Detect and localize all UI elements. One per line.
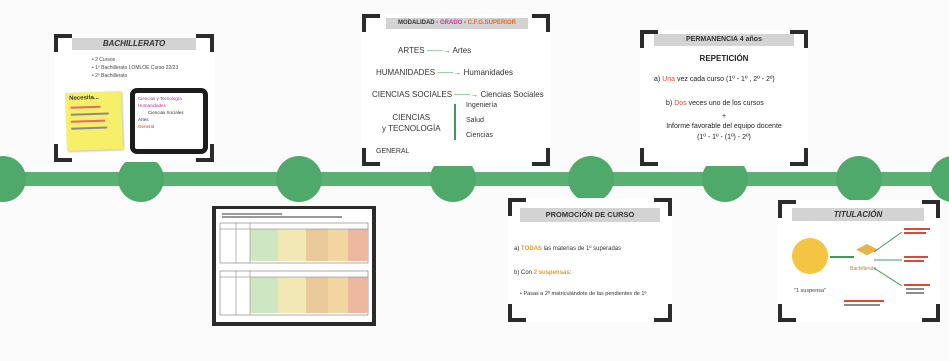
tablet-screen: Ciencias y Tecnología Humanidades Cienci… <box>135 93 203 149</box>
promocion-panel: PROMOCIÓN DE CURSO a) TODAS las materias… <box>508 198 672 322</box>
permanencia-line-d: (1º - 1º - (1º) - 2º) <box>697 134 751 141</box>
table-grid <box>219 222 369 316</box>
timeline-dot <box>568 156 614 202</box>
tablet-line: Humanidades <box>138 103 166 108</box>
tablet-icon: Ciencias y Tecnología Humanidades Cienci… <box>130 88 208 154</box>
sticky-note: Necesita... <box>65 91 123 151</box>
modalidad-title: MODALIDAD - GRADO - C.F.G.SUPERIOR <box>386 18 528 29</box>
branch-scribble <box>904 228 930 230</box>
branch-connectors <box>874 231 903 287</box>
branch-scribble <box>906 292 924 294</box>
modalidad-row: CIENCIAS SOCIALES ——→ Ciencias Sociales <box>372 90 544 99</box>
general-label: GENERAL <box>376 148 410 155</box>
titulacion-panel: TITULACIÓN Bachillerato "1 suspensa" <box>778 200 940 322</box>
ciencias-label: CIENCIAS y TECNOLOGÍA <box>382 113 441 133</box>
connector-arrow <box>830 256 854 258</box>
arrow-icon: ——→ <box>437 68 462 77</box>
bachillerato-panel: BACHILLERATO • 2 Cursos • 1º Bachillerat… <box>54 34 214 162</box>
modalidad-title-part: MODALIDAD <box>397 20 435 26</box>
bachiller-label: Bachillerato <box>850 266 877 272</box>
branch-scribble <box>844 304 880 306</box>
modalidad-title-part: GRADO <box>439 20 463 26</box>
branch-scribble <box>904 256 928 258</box>
timeline-dot <box>930 156 949 202</box>
bachillerato-bullet: • 2 Cursos <box>92 57 116 63</box>
graduation-cap-icon <box>856 244 878 256</box>
promocion-line-b: b) Con 2 suspensas: <box>514 270 572 276</box>
branch-scribble <box>904 260 924 262</box>
permanencia-panel: PERMANENCIA 4 años REPETICIÓN a) Una vez… <box>640 30 808 166</box>
sticky-note-scribble <box>70 105 101 109</box>
ciencias-branch: Salud <box>466 117 484 124</box>
bachillerato-bullet: • 2º Bachillerato <box>92 73 128 79</box>
timeline-dot <box>836 156 882 202</box>
permanencia-line-c: Informe favorable del equipo docente <box>666 123 782 130</box>
modalidad-panel: MODALIDAD - GRADO - C.F.G.SUPERIOR ARTES… <box>362 14 550 166</box>
permanencia-line-a: a) Una vez cada curso (1º - 1º , 2º - 2º… <box>654 76 775 83</box>
tablet-line: Artes <box>138 117 149 122</box>
bachillerato-bullet: • 1º Bachillerato LOMLOE Curso 22/23 <box>92 65 179 71</box>
branch-scribble <box>904 284 930 286</box>
branch-scribble <box>904 232 926 234</box>
modalidad-row: ARTES ——→ Artes <box>398 46 472 55</box>
timeline-dot <box>276 156 322 202</box>
branch-scribble <box>844 300 884 302</box>
table-header-line <box>222 213 282 215</box>
promocion-line-a: a) TODAS las materias de 1º superadas <box>514 246 622 252</box>
sticky-note-title: Necesita... <box>69 94 99 102</box>
branch-scribble <box>906 288 924 290</box>
promocion-line-c: • Pasas a 2º matriculándote de las pendi… <box>520 291 647 297</box>
evaluation-table-document <box>212 206 376 326</box>
titulacion-title: TITULACIÓN <box>792 208 924 221</box>
sticky-note-scribble <box>71 126 108 130</box>
arrow-icon: ——→ <box>454 90 479 99</box>
ciencias-branch: Ingeniería <box>466 102 498 109</box>
tablet-line: General <box>138 124 155 129</box>
modalidad-row: HUMANIDADES ——→ Humanidades <box>376 68 513 77</box>
arrow-icon: ——→ <box>426 46 451 55</box>
timeline-dot <box>0 156 26 202</box>
repeticion-heading: REPETICIÓN <box>699 54 749 63</box>
sticky-note-scribble <box>70 119 106 123</box>
modalidad-title-part: - <box>434 20 440 26</box>
bachillerato-title: BACHILLERATO <box>72 38 196 50</box>
table-header-line <box>222 216 342 218</box>
sticky-note-scribble <box>70 112 109 116</box>
suspensa-label: "1 suspensa" <box>794 288 827 294</box>
tablet-line: Ciencias Sociales <box>148 110 184 115</box>
permanencia-line-b: b) Dos veces uno de los cursos <box>666 100 764 107</box>
bracket-line <box>454 104 456 140</box>
promocion-title: PROMOCIÓN DE CURSO <box>520 208 660 222</box>
modalidad-title-part: C.F.G.SUPERIOR <box>467 20 517 26</box>
tablet-line: Ciencias y Tecnología <box>138 96 182 101</box>
modalidad-title-part: - <box>462 20 468 26</box>
requirement-circle <box>792 238 828 274</box>
ciencias-branch: Ciencias <box>466 132 493 139</box>
permanencia-title: PERMANENCIA 4 años <box>654 34 794 46</box>
timeline-dot <box>118 156 164 202</box>
permanencia-plus: + <box>721 113 727 120</box>
